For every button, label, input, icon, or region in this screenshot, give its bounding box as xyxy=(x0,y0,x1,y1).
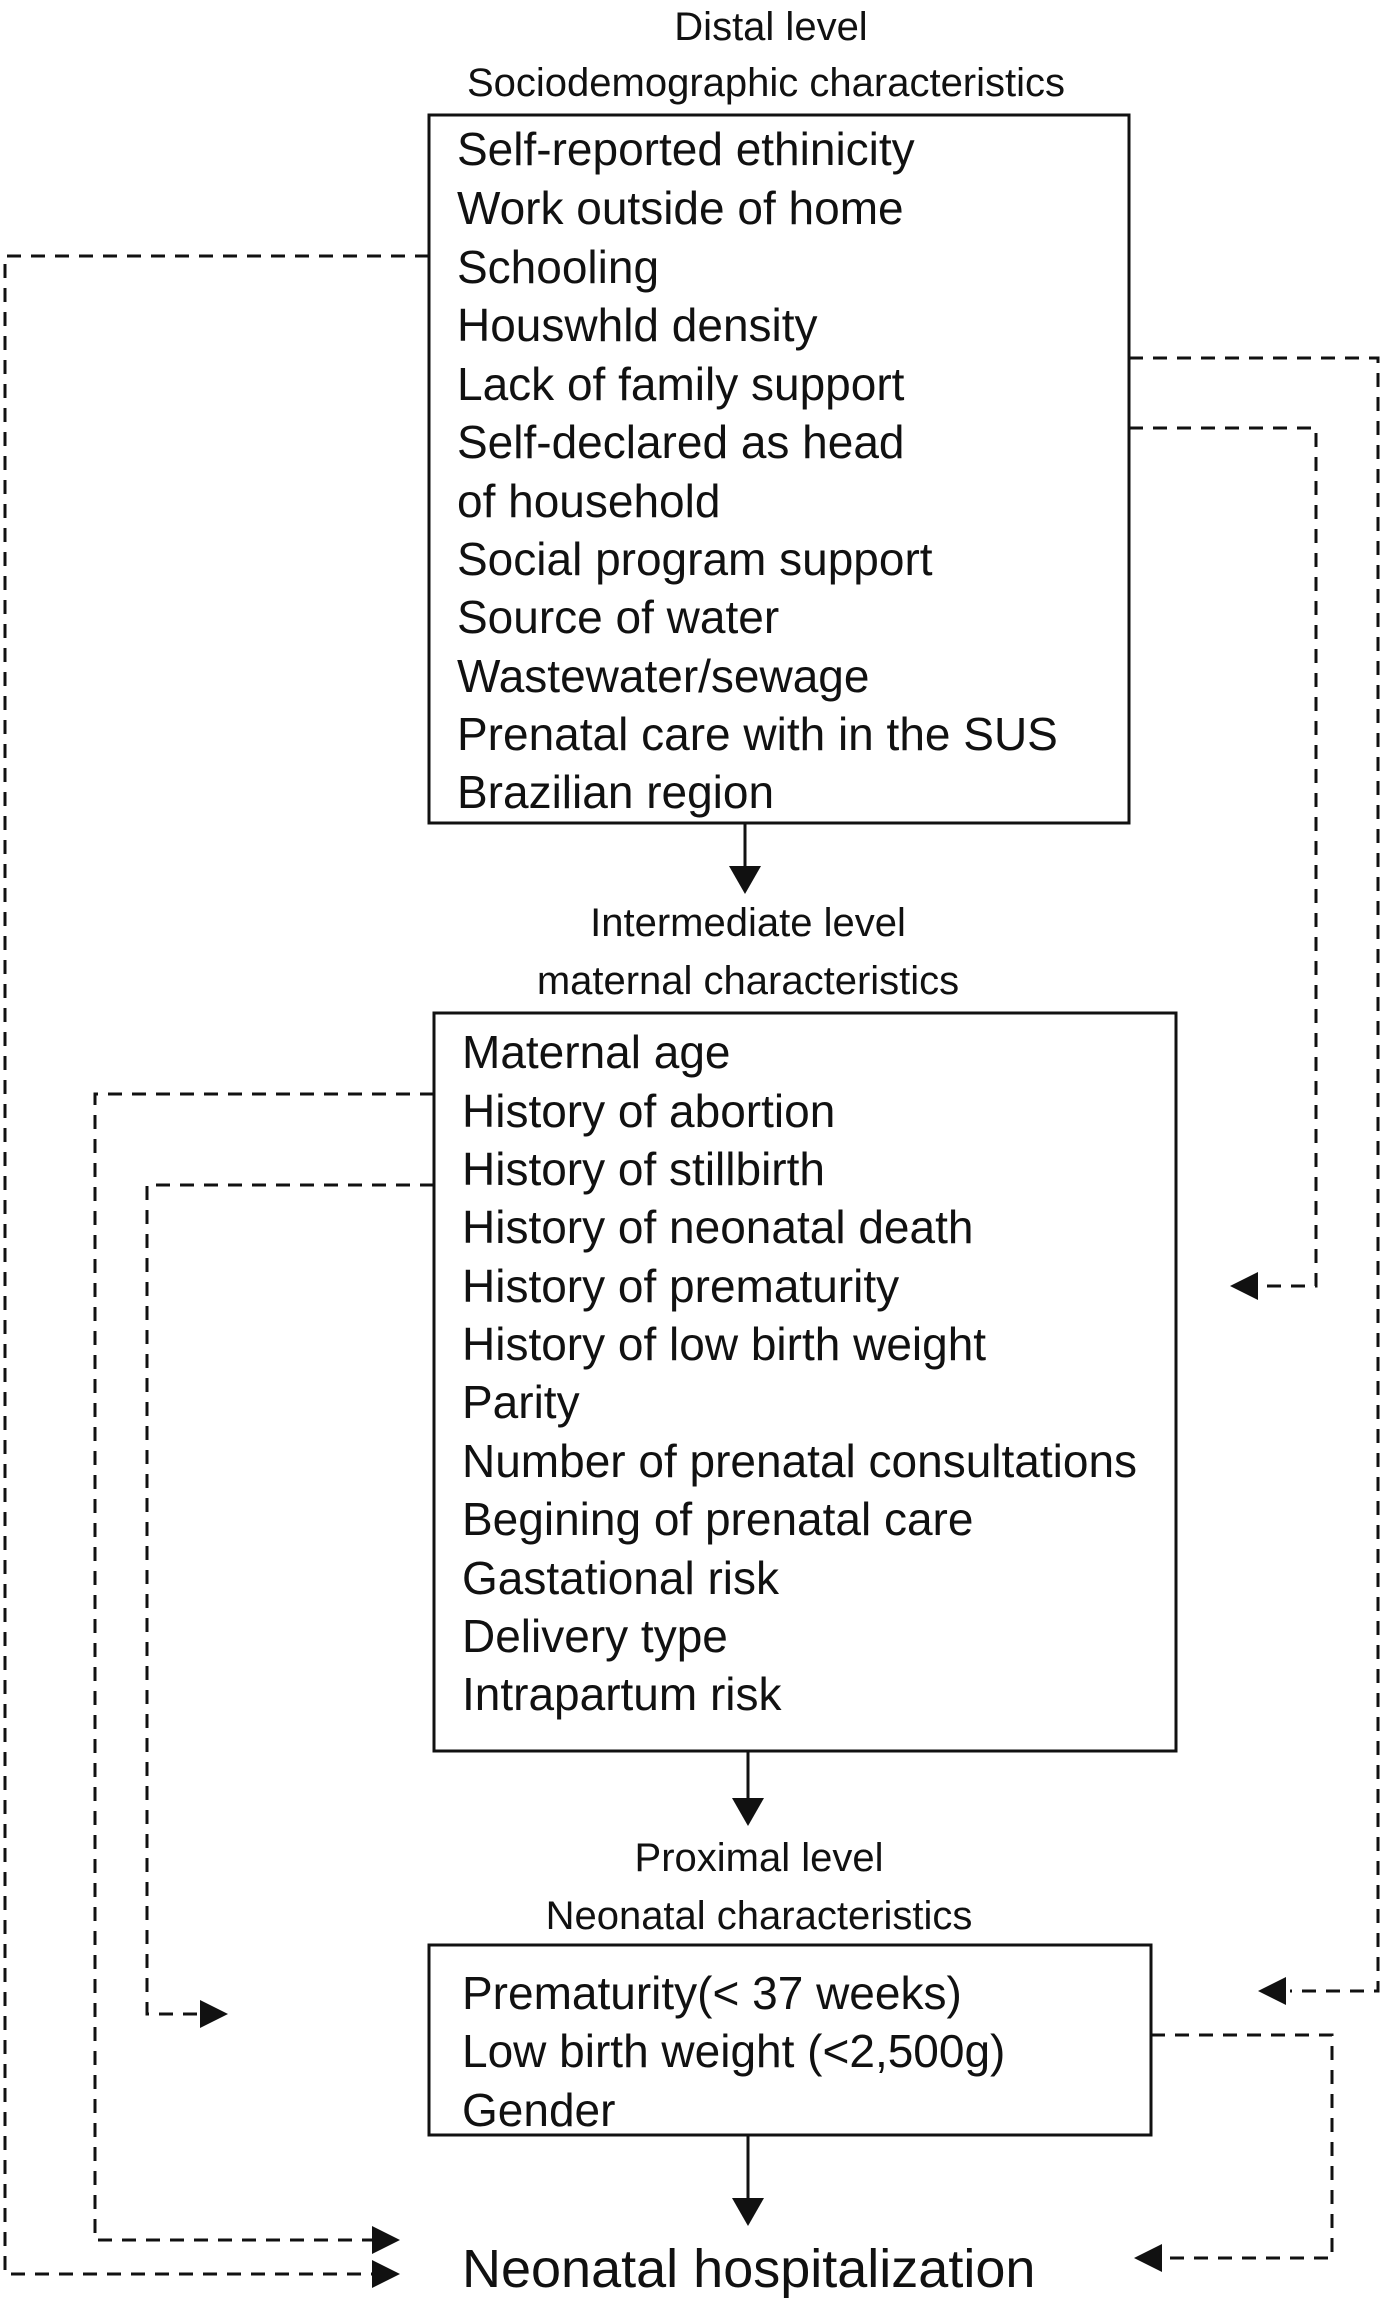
intermediate-item: History of abortion xyxy=(462,1085,835,1137)
arrowhead-down xyxy=(729,866,761,894)
distal-item: Houswhld density xyxy=(457,299,818,351)
proximal-title: Proximal level xyxy=(635,1836,884,1880)
distal-item: Work outside of home xyxy=(457,182,904,234)
intermediate-item: Begining of prenatal care xyxy=(462,1493,973,1545)
dashed-link-distal-to-proximal xyxy=(1129,356,1380,1993)
dashed-link-proximal-to-outcome xyxy=(1151,2033,1334,2260)
distal-item: Brazilian region xyxy=(457,766,774,818)
intermediate-item: Parity xyxy=(462,1376,580,1428)
intermediate-title: Intermediate level xyxy=(590,901,906,945)
distal-item: Social program support xyxy=(457,533,933,585)
distal-item: Lack of family support xyxy=(457,358,905,410)
intermediate-item: History of low birth weight xyxy=(462,1318,986,1370)
distal-item: Schooling xyxy=(457,241,659,293)
distal-items: Self-reported ethinicity Work outside of… xyxy=(457,123,1058,818)
distal-item: Self-declared as head xyxy=(457,416,905,468)
distal-item: Prenatal care with in the SUS xyxy=(457,708,1058,760)
intermediate-item: Intrapartum risk xyxy=(462,1668,783,1720)
dashed-link-distal-to-outcome xyxy=(3,254,429,2276)
proximal-item: Low birth weight (<2,500g) xyxy=(462,2025,1005,2077)
intermediate-item: Delivery type xyxy=(462,1610,728,1662)
arrowhead-right xyxy=(372,2260,400,2288)
distal-title: Distal level xyxy=(674,5,867,49)
arrowhead-left xyxy=(1230,1272,1258,1300)
dashed-link-intermediate-to-proximal xyxy=(145,1183,434,2016)
intermediate-box xyxy=(432,1011,1178,1753)
intermediate-item: History of prematurity xyxy=(462,1260,899,1312)
proximal-item: Prematurity(< 37 weeks) xyxy=(462,1967,962,2019)
distal-item: Wastewater/sewage xyxy=(457,650,869,702)
arrowhead-right xyxy=(372,2226,400,2254)
proximal-item: Gender xyxy=(462,2084,615,2136)
intermediate-items: Maternal age History of abortion History… xyxy=(462,1026,1137,1720)
dashed-link-intermediate-to-outcome xyxy=(93,1092,434,2242)
arrowhead-right xyxy=(200,2000,228,2028)
distal-box xyxy=(427,113,1131,825)
arrowhead-down xyxy=(732,2198,764,2226)
intermediate-item: History of neonatal death xyxy=(462,1201,973,1253)
distal-item: of household xyxy=(457,475,720,527)
proximal-items: Prematurity(< 37 weeks) Low birth weight… xyxy=(462,1967,1005,2136)
proximal-box xyxy=(427,1943,1153,2137)
distal-item: Source of water xyxy=(457,591,779,643)
intermediate-subtitle: maternal characteristics xyxy=(537,959,959,1003)
dashed-link-distal-to-intermediate xyxy=(1129,426,1318,1288)
intermediate-item: Gastational risk xyxy=(462,1552,780,1604)
arrowhead-down xyxy=(732,1798,764,1826)
outcome-label: Neonatal hospitalization xyxy=(462,2239,1035,2298)
distal-subtitle: Sociodemographic characteristics xyxy=(467,61,1065,105)
intermediate-item: Maternal age xyxy=(462,1026,731,1078)
intermediate-item: Number of prenatal consultations xyxy=(462,1435,1137,1487)
proximal-subtitle: Neonatal characteristics xyxy=(546,1894,973,1938)
distal-item: Self-reported ethinicity xyxy=(457,123,915,175)
arrowhead-left xyxy=(1258,1977,1286,2005)
arrowhead-left xyxy=(1134,2244,1162,2272)
intermediate-item: History of stillbirth xyxy=(462,1143,825,1195)
